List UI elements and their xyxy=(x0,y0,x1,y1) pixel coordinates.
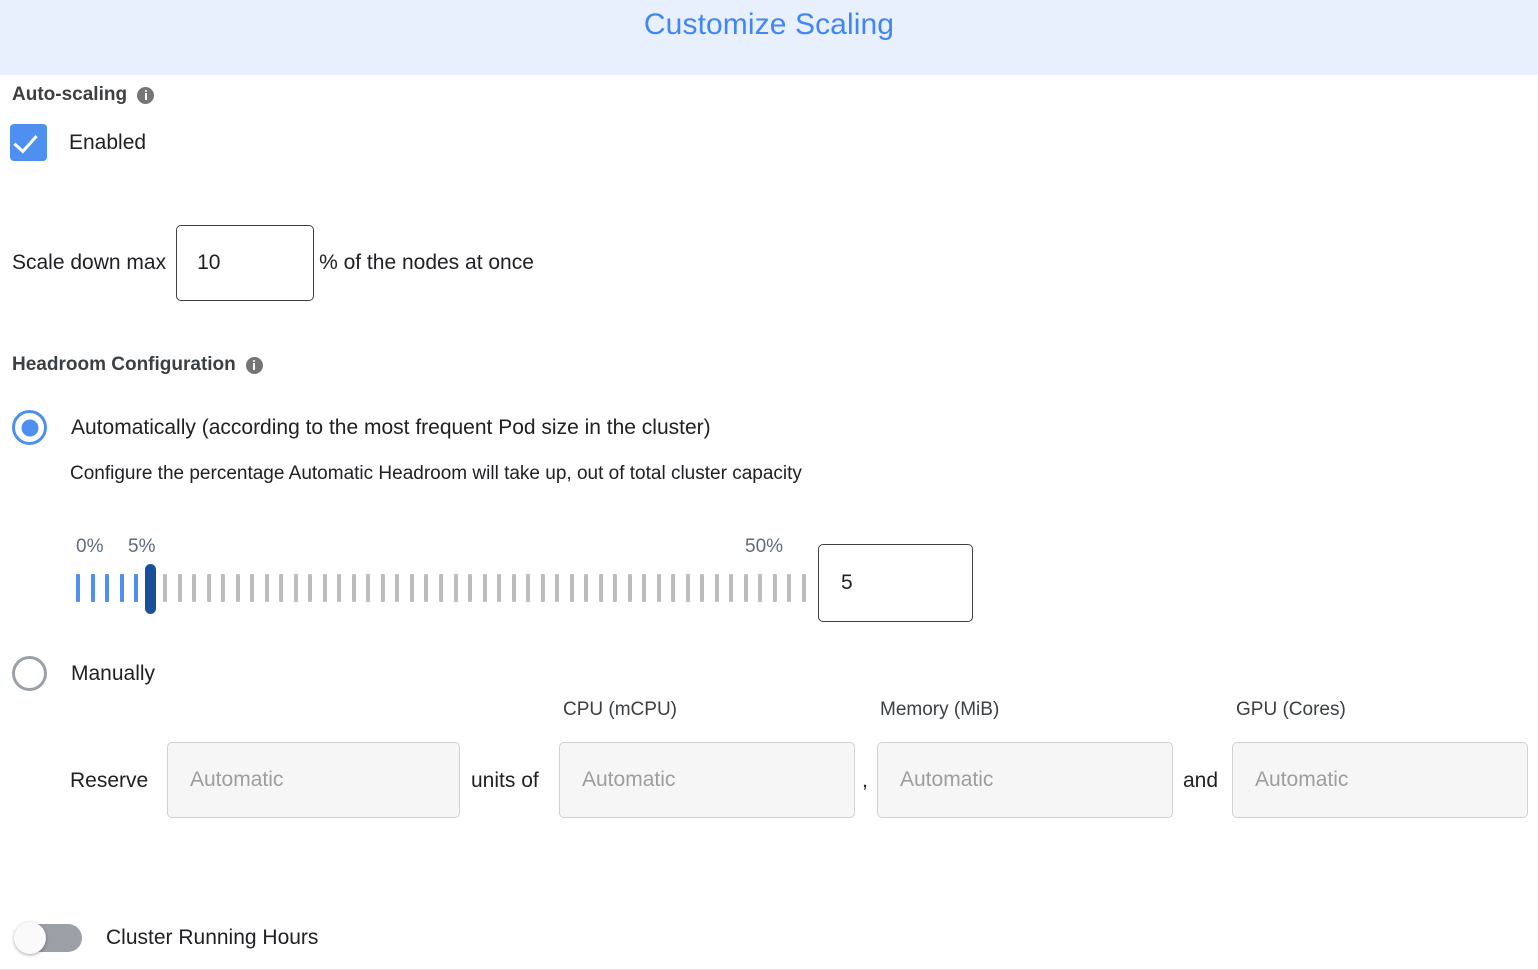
slider-tick xyxy=(758,574,763,602)
headroom-automatically-radio[interactable] xyxy=(12,410,47,445)
slider-tick xyxy=(366,574,371,602)
slider-tick xyxy=(105,574,110,602)
slider-tick xyxy=(409,574,414,602)
cluster-running-hours-row[interactable]: Cluster Running Hours xyxy=(14,922,318,954)
auto-scaling-section-label: Auto-scaling xyxy=(12,84,155,106)
headroom-label-text: Headroom Configuration xyxy=(12,354,236,375)
slider-tick xyxy=(772,574,777,602)
slider-tick xyxy=(714,574,719,602)
slider-max-label: 50% xyxy=(745,536,784,557)
cpu-field-header: CPU (mCPU) xyxy=(563,699,677,720)
slider-tick xyxy=(293,574,298,602)
headroom-automatically-label: Automatically (according to the most fre… xyxy=(71,415,711,439)
slider-tick xyxy=(221,574,226,602)
slider-tick xyxy=(627,574,632,602)
slider-tick xyxy=(264,574,269,602)
scale-down-max-input[interactable] xyxy=(176,225,315,301)
slider-tick xyxy=(119,574,124,602)
slider-tick xyxy=(424,574,429,602)
headroom-percentage-input[interactable] xyxy=(818,544,973,622)
units-of-label: units of xyxy=(471,769,539,792)
scale-down-max-suffix: % of the nodes at once xyxy=(319,251,534,274)
slider-tick xyxy=(613,574,618,602)
reserve-label: Reserve xyxy=(70,769,149,792)
slider-tick xyxy=(482,574,487,602)
slider-tick xyxy=(802,574,806,602)
headroom-percentage-slider[interactable]: 0% 5% 50% xyxy=(76,536,816,626)
slider-tick xyxy=(584,574,589,602)
slider-tick xyxy=(787,574,792,602)
slider-tick xyxy=(337,574,342,602)
scale-down-max-label: Scale down max xyxy=(12,251,167,274)
slider-tick xyxy=(308,574,313,602)
reserve-gpu-input[interactable] xyxy=(1232,742,1528,818)
slider-tick-labels: 0% 5% 50% xyxy=(76,536,816,562)
info-icon[interactable] xyxy=(137,86,155,104)
slider-tick xyxy=(671,574,676,602)
slider-tick xyxy=(351,574,356,602)
slider-tick xyxy=(206,574,211,602)
headroom-section-label: Headroom Configuration xyxy=(12,354,263,376)
slider-tick xyxy=(598,574,603,602)
slider-tick xyxy=(743,574,748,602)
comma-separator: , xyxy=(862,769,868,792)
slider-tick xyxy=(642,574,647,602)
slider-tick xyxy=(453,574,458,602)
slider-tick xyxy=(569,574,574,602)
slider-tick xyxy=(656,574,661,602)
headroom-option-automatically[interactable]: Automatically (according to the most fre… xyxy=(12,410,711,445)
check-icon xyxy=(13,128,38,154)
slider-tick xyxy=(250,574,255,602)
headroom-option-manually[interactable]: Manually xyxy=(12,656,155,691)
headroom-helper-text: Configure the percentage Automatic Headr… xyxy=(70,463,802,484)
and-label: and xyxy=(1183,769,1219,792)
slider-tick xyxy=(468,574,473,602)
auto-scaling-enabled-checkbox[interactable] xyxy=(10,124,47,161)
info-icon[interactable] xyxy=(245,356,263,374)
slider-tick xyxy=(279,574,284,602)
auto-scaling-enabled-row[interactable]: Enabled xyxy=(10,124,146,161)
slider-tick xyxy=(511,574,516,602)
slider-tick xyxy=(380,574,385,602)
slider-track[interactable] xyxy=(76,564,816,614)
slider-tick xyxy=(540,574,545,602)
slider-tick xyxy=(76,574,80,602)
page-title: Customize Scaling xyxy=(643,8,895,41)
slider-tick xyxy=(439,574,443,602)
slider-tick xyxy=(322,574,327,602)
memory-field-header: Memory (MiB) xyxy=(880,699,1000,720)
reserve-memory-input[interactable] xyxy=(877,742,1173,818)
toggle-knob xyxy=(14,922,46,954)
slider-tick xyxy=(90,574,95,602)
reserve-cpu-input[interactable] xyxy=(559,742,855,818)
reserve-units-input[interactable] xyxy=(167,742,460,818)
slider-tick xyxy=(235,574,240,602)
gpu-field-header: GPU (Cores) xyxy=(1236,699,1346,720)
auto-scaling-label-text: Auto-scaling xyxy=(12,84,128,105)
panel-header: Customize Scaling xyxy=(0,0,1538,75)
scale-down-max-row: Scale down max % of the nodes at once xyxy=(12,225,534,301)
headroom-manually-radio[interactable] xyxy=(12,656,47,691)
headroom-manually-label: Manually xyxy=(71,661,156,685)
slider-tick xyxy=(192,574,197,602)
slider-tick xyxy=(555,574,560,602)
slider-tick xyxy=(177,574,182,602)
slider-min-label: 0% xyxy=(76,536,104,557)
slider-tick xyxy=(729,574,734,602)
slider-tick xyxy=(700,574,705,602)
slider-tick xyxy=(526,574,531,602)
slider-tick xyxy=(497,574,502,602)
slider-tick xyxy=(163,574,168,602)
cluster-running-hours-label: Cluster Running Hours xyxy=(106,926,319,949)
cluster-running-hours-toggle[interactable] xyxy=(14,922,82,954)
slider-tick xyxy=(134,574,139,602)
slider-handle[interactable] xyxy=(145,564,157,614)
slider-current-label: 5% xyxy=(128,536,156,557)
slider-tick xyxy=(395,574,400,602)
auto-scaling-enabled-label: Enabled xyxy=(69,130,147,154)
slider-tick xyxy=(685,574,690,602)
